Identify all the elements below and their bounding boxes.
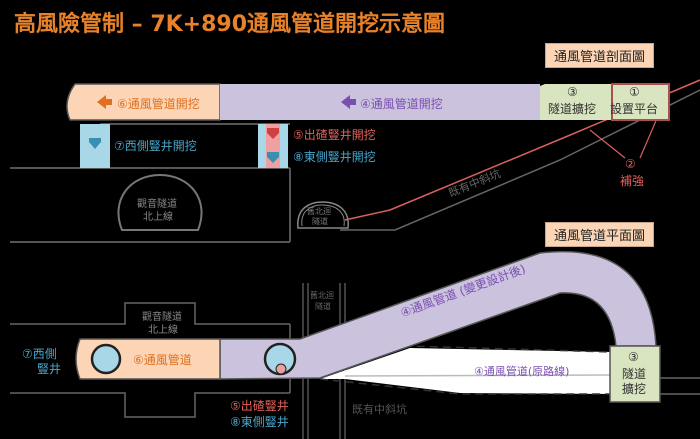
- plan-west-shaft-label-2: 豎井: [37, 362, 62, 376]
- plan-west-shaft-label-1: ⑦西側: [22, 347, 57, 361]
- plan-view-tag: 通風管道平面圖: [545, 222, 655, 247]
- reinforce-num: ②: [625, 157, 636, 171]
- original-route-area: [320, 348, 612, 394]
- old-tunnel-label-1: 舊北迴: [307, 207, 331, 216]
- arrow-left-icon: [341, 95, 356, 109]
- duct4-orig-label: ④通風管道(原路線): [474, 365, 570, 378]
- west-shaft-circle: [90, 343, 122, 375]
- step1-label: 設置平台: [610, 102, 659, 116]
- plan-duct6-label: ⑥通風管道: [133, 353, 192, 367]
- duct-west-section: [66, 83, 221, 121]
- page-title: 高風險管制 – 7K+890通風管道開挖示意圖: [14, 12, 446, 37]
- guanyin-tunnel-label-1: 觀音隧道: [137, 199, 177, 210]
- step3-label: 隧道擴挖: [548, 102, 597, 116]
- step3-num: ③: [567, 85, 578, 99]
- tunnel-expansion-box: [609, 345, 661, 403]
- plan-muck-shaft-label: ⑤出碴豎井: [230, 399, 289, 413]
- east-shaft-label: ⑧東側豎井開挖: [293, 150, 376, 164]
- plan-guanyin-label-2: 北上線: [148, 325, 178, 336]
- plan-old-tunnel-label-2: 隧道: [315, 302, 331, 311]
- plan-inclined-shaft-label: 既有中斜坑: [352, 403, 407, 416]
- duct-east-section: [220, 84, 540, 120]
- step1-num: ①: [629, 85, 640, 99]
- guanyin-tunnel-label-2: 北上線: [143, 212, 173, 223]
- reinforce-label: 補強: [620, 174, 645, 188]
- duct-east-label: ④通風管道開挖: [360, 97, 443, 111]
- arrow-left-icon: [97, 95, 112, 109]
- old-tunnel-label-2: 隧道: [312, 217, 328, 226]
- arrow-down-icon: [267, 152, 279, 163]
- plan-east-shaft-label: ⑧東側豎井: [230, 415, 289, 429]
- arrow-down-icon: [267, 128, 279, 139]
- west-shaft-label: ⑦西側豎井開挖: [114, 139, 197, 153]
- plan-expand-label-2: 擴挖: [622, 382, 647, 396]
- guanyin-tunnel-section: [117, 173, 203, 231]
- platform-section: [540, 84, 612, 120]
- muck-shaft-circle: [275, 363, 287, 375]
- duct-west-label: ⑥通風管道開挖: [117, 97, 200, 111]
- plan-guanyin-label-1: 觀音隧道: [142, 312, 182, 323]
- plan-expand-label-1: 隧道: [622, 367, 647, 381]
- muck-shaft-label: ⑤出碴豎井開挖: [293, 128, 376, 142]
- plan-old-tunnel-label-1: 舊北迴: [310, 291, 334, 300]
- old-tunnel-section: [297, 201, 349, 229]
- arrow-down-icon: [89, 138, 101, 149]
- inclined-shaft-line: [340, 89, 700, 231]
- section-view-tag: 通風管道剖面圖: [545, 43, 655, 68]
- plan-expand-num: ③: [628, 350, 639, 364]
